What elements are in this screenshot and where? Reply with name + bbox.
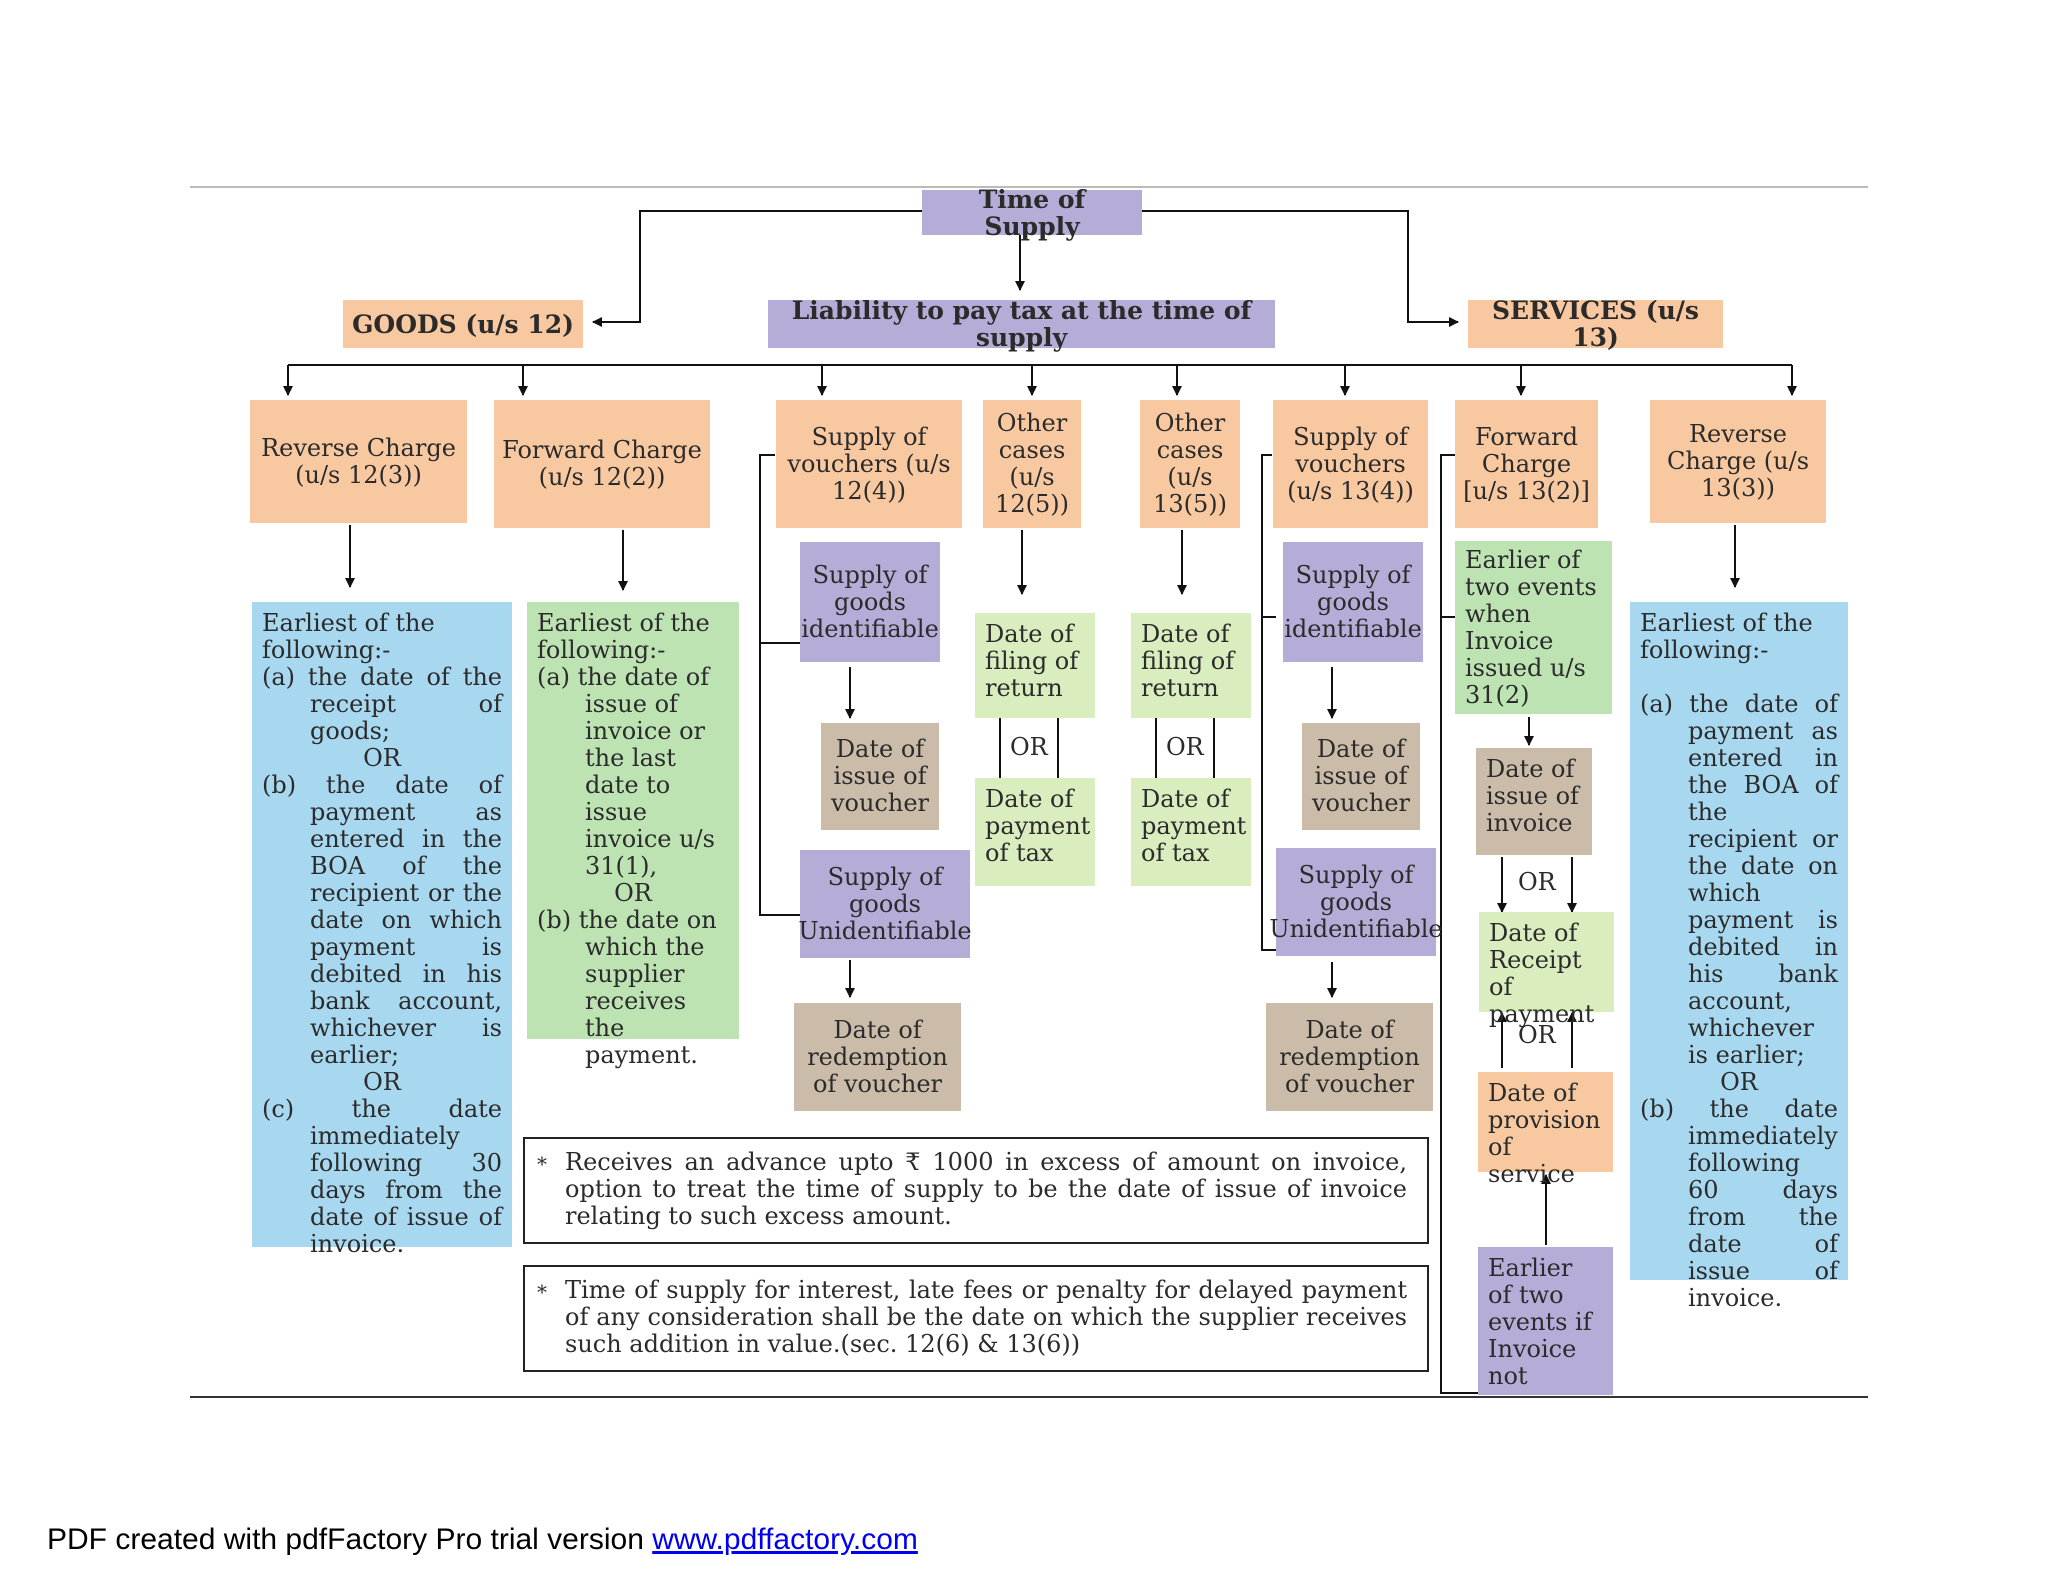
list-heading: Earliest of the following:- [262,609,435,664]
list-item: (c) the date immediately following 30 da… [262,1095,502,1258]
goods-other-cases: Other cases (u/s 12(5)) [983,400,1081,528]
goods-date-filing-return: Date of filing of return [975,613,1095,718]
goods-header: GOODS (u/s 12) [343,300,583,348]
or-label: OR [614,879,652,907]
or-label: OR [363,1068,401,1096]
services-fc-earlier-invoice-issued: Earlier of two events when Invoice issue… [1455,541,1612,714]
or-label: OR [1720,1068,1758,1096]
list-item: (b) the date on which the supplier recei… [537,906,717,1069]
list-heading: Earliest of the following:- [1640,609,1813,664]
note-star-icon: * [537,1280,547,1304]
services-date-issue-invoice: Date of issue of invoice [1476,748,1592,855]
advance-note-text: Receives an advance upto ₹ 1000 in exces… [565,1148,1407,1230]
pdffactory-link[interactable]: www.pdffactory.com [652,1523,918,1556]
goods-date-issue-voucher: Date of issue of voucher [821,723,939,830]
footer-text: PDF created with pdfFactory Pro trial ve… [47,1523,653,1556]
services-date-redemption-voucher: Date of redemption of voucher [1266,1003,1433,1111]
time-of-supply-title: Time of Supply [922,186,1142,240]
services-fc-earlier-invoice-not-issued: Earlier of two events if Invoice not [1478,1247,1613,1395]
services-date-filing-return: Date of filing of return [1131,613,1251,718]
services-date-issue-voucher: Date of issue of voucher [1302,723,1420,830]
goods-other-or: OR [1010,733,1048,761]
interest-note-text: Time of supply for interest, late fees o… [565,1276,1407,1358]
services-other-or: OR [1166,733,1204,761]
interest-note: * Time of supply for interest, late fees… [523,1265,1429,1372]
liability-header: Liability to pay tax at the time of supp… [768,297,1275,351]
or-label: OR [363,744,401,772]
goods-identifiable: Supply of goods identifiable [800,542,940,662]
goods-forward-charge: Forward Charge (u/s 12(2)) [494,400,710,528]
note-star-icon: * [537,1152,547,1176]
list-heading: Earliest of the following:- [537,609,710,664]
list-item: (a) the date of payment as entered in th… [1640,690,1838,1069]
services-identifiable: Supply of goods identifiable [1283,542,1423,662]
goods-reverse-charge-list: Earliest of the following:- (a) the date… [252,602,512,1258]
goods-reverse-charge: Reverse Charge (u/s 12(3)) [250,400,467,523]
services-date-provision-service: Date of provision of service [1478,1072,1613,1188]
services-forward-charge: Forward Charge [u/s 13(2)] [1455,400,1598,528]
goods-date-redemption-voucher: Date of redemption of voucher [794,1003,961,1111]
services-header: SERVICES (u/s 13) [1468,297,1723,351]
goods-forward-charge-list: Earliest of the following:- (a) the date… [527,602,739,1069]
list-item: (a) the date of the receipt of goods; [262,663,502,745]
services-reverse-charge: Reverse Charge (u/s 13(3)) [1650,400,1826,523]
services-supply-of-vouchers: Supply of vouchers (u/s 13(4)) [1273,400,1428,528]
services-unidentifiable: Supply of goods Unidentifiable [1269,848,1443,956]
services-other-cases: Other cases (u/s 13(5)) [1140,400,1240,528]
goods-supply-of-vouchers: Supply of vouchers (u/s 12(4)) [776,400,962,528]
services-date-payment-tax: Date of payment of tax [1131,778,1251,886]
pdf-footer: PDF created with pdfFactory Pro trial ve… [47,1523,918,1557]
advance-note: * Receives an advance upto ₹ 1000 in exc… [523,1137,1429,1244]
goods-unidentifiable: Supply of goods Unidentifiable [798,850,972,958]
list-item: (b) the date of payment as entered in th… [262,771,502,1069]
services-date-receipt-payment: Date of Receipt of payment [1479,912,1614,1028]
list-item: (a) the date of issue of invoice or the … [537,663,715,880]
services-fc-or-1: OR [1518,868,1556,896]
list-item: (b) the date immediately following 60 da… [1640,1095,1838,1312]
services-fc-or-2: OR [1518,1021,1556,1049]
goods-date-payment-tax: Date of payment of tax [975,778,1095,886]
services-reverse-charge-list: Earliest of the following:- (a) the date… [1630,602,1848,1312]
